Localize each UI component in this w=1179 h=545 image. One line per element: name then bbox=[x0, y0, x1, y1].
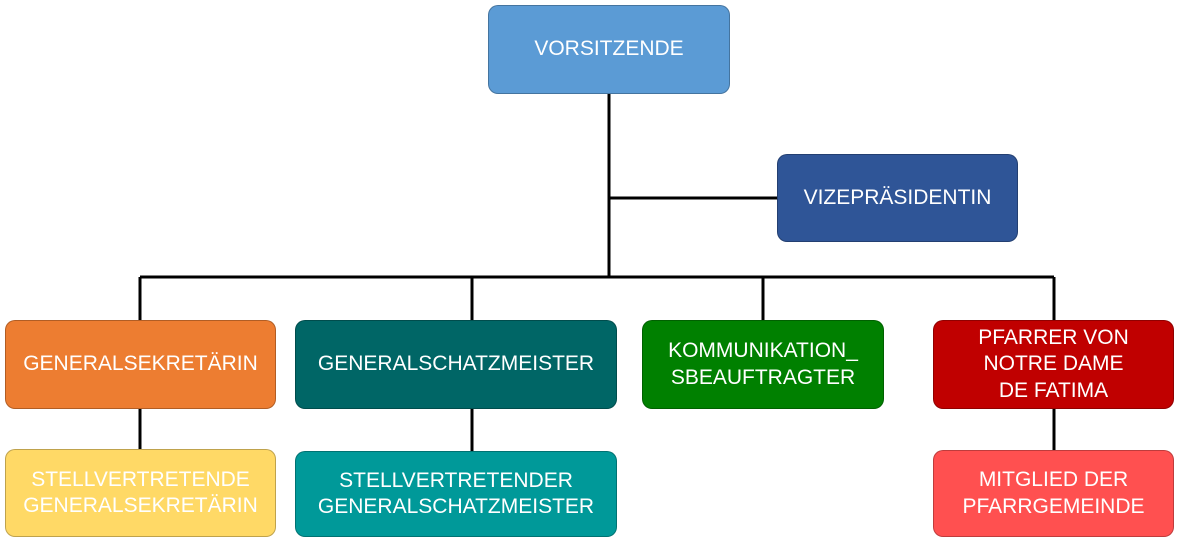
node-parish-member-label: MITGLIED DER PFARRGEMEINDE bbox=[962, 468, 1145, 518]
node-deputy-treasurer-label: STELLVERTRETENDER GENERALSCHATZMEISTER bbox=[317, 468, 595, 518]
node-vice-president-label: VIZEPRÄSIDENTIN bbox=[803, 185, 992, 209]
node-chair: VORSITZENDE bbox=[488, 5, 730, 94]
node-general-secretary: GENERALSEKRETÄRIN bbox=[5, 320, 276, 409]
node-chair-label: VORSITZENDE bbox=[534, 37, 684, 61]
node-vice-president: VIZEPRÄSIDENTIN bbox=[777, 154, 1018, 242]
node-deputy-treasurer: STELLVERTRETENDER GENERALSCHATZMEISTER bbox=[295, 451, 617, 537]
node-deputy-secretary: STELLVERTRETENDE GENERALSEKRETÄRIN bbox=[5, 449, 276, 537]
node-parish-member: MITGLIED DER PFARRGEMEINDE bbox=[933, 450, 1174, 537]
node-general-treasurer: GENERALSCHATZMEISTER bbox=[295, 320, 617, 409]
node-priest-label: PFARRER VON NOTRE DAME DE FATIMA bbox=[978, 326, 1129, 402]
node-deputy-secretary-label: STELLVERTRETENDE GENERALSEKRETÄRIN bbox=[23, 467, 258, 517]
node-general-treasurer-label: GENERALSCHATZMEISTER bbox=[317, 352, 595, 376]
node-communication-officer: KOMMUNIKATION_ SBEAUFTRAGTER bbox=[642, 320, 884, 409]
node-communication-officer-label: KOMMUNIKATION_ SBEAUFTRAGTER bbox=[668, 339, 858, 389]
node-priest: PFARRER VON NOTRE DAME DE FATIMA bbox=[933, 320, 1174, 409]
node-general-secretary-label: GENERALSEKRETÄRIN bbox=[23, 352, 258, 376]
